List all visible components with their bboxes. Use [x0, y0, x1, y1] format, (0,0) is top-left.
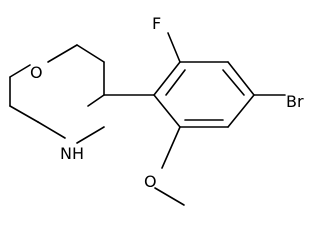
bond-n-c4b [76, 126, 105, 144]
bond-b4-b5 [227, 94, 255, 128]
bromine-label: Br [286, 92, 304, 111]
morpholine-ring [9, 44, 105, 144]
bond-o-ch3 [154, 187, 185, 206]
bond-c2-c3 [76, 44, 105, 63]
double-bond-inner-1 [165, 69, 186, 96]
bond-c4-n [87, 94, 105, 107]
bond-c5-c6 [9, 105, 39, 123]
benzene-ring [153, 61, 255, 128]
structure-diagram: O NH F Br O [9, 14, 304, 206]
ring-nitrogen-label: NH [60, 144, 84, 163]
ring-oxygen-label: O [30, 63, 43, 82]
bond-c-f [167, 32, 181, 63]
double-bond-inner-2 [222, 69, 245, 96]
bond-c-o-methoxy [161, 126, 181, 169]
bond-o1-c2 [47, 44, 78, 63]
bond-b6-b1 [153, 94, 181, 128]
bond-n-c5 [37, 121, 66, 139]
bond-c7-o1 [9, 64, 31, 78]
bond-b1-b2 [153, 61, 181, 96]
fluorine-label: F [152, 14, 161, 33]
methoxy-oxygen-label: O [144, 172, 157, 191]
bond-b3-b4 [227, 61, 255, 96]
